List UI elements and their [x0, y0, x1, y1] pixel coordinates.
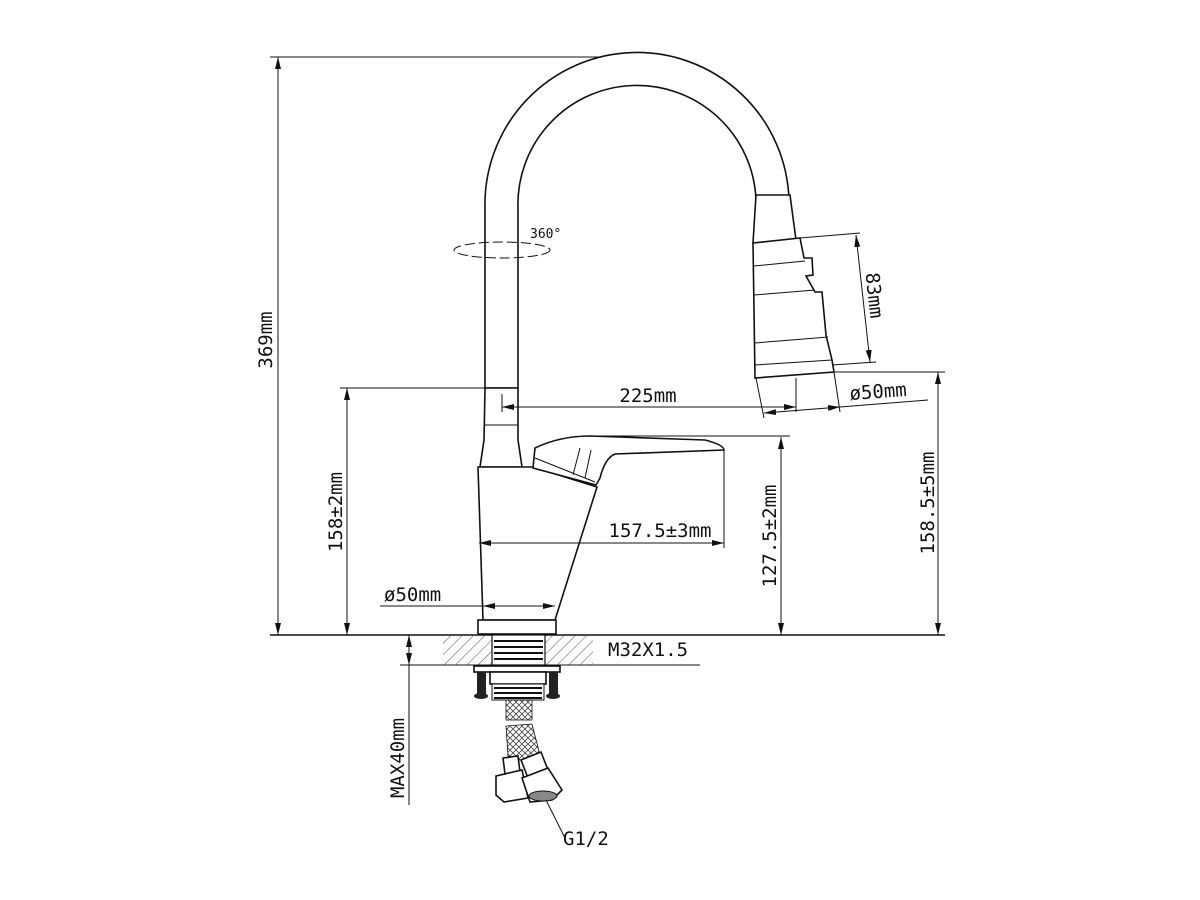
outlet-height-dimension: 158.5±5mm — [835, 371, 945, 635]
base-diameter-dimension: ø50mm — [380, 584, 555, 609]
svg-text:157.5±3mm: 157.5±3mm — [609, 520, 712, 542]
base-plate — [477, 619, 557, 635]
mounting-hardware — [473, 665, 561, 701]
svg-text:G1/2: G1/2 — [563, 828, 609, 850]
swivel-collar — [479, 387, 523, 468]
spray-head-diameter-dimension: ø50mm — [755, 371, 929, 419]
total-height-dimension: 369mm — [255, 56, 636, 635]
lever-height-dimension: 127.5±2mm — [590, 435, 790, 635]
spout — [484, 51, 835, 389]
spray-head-length-dimension: 83mm — [799, 232, 888, 366]
svg-text:ø50mm: ø50mm — [384, 584, 441, 606]
svg-text:M32X1.5: M32X1.5 — [608, 639, 688, 661]
spout-base-height-dimension: 158±2mm — [325, 387, 485, 635]
lever-reach-dimension: 157.5±3mm — [479, 450, 725, 548]
svg-text:360°: 360° — [530, 227, 561, 242]
svg-text:158.5±5mm: 158.5±5mm — [917, 452, 939, 555]
supply-hose: G1/2 — [495, 699, 609, 850]
svg-text:369mm: 369mm — [255, 311, 277, 368]
svg-text:225mm: 225mm — [619, 385, 676, 407]
max-counter-thickness-dimension: MAX40mm — [387, 635, 443, 805]
rotation-indicator: 360° — [453, 227, 561, 259]
svg-text:ø50mm: ø50mm — [849, 379, 908, 405]
svg-text:158±2mm: 158±2mm — [325, 472, 347, 552]
lever-handle — [532, 435, 725, 486]
svg-text:83mm: 83mm — [861, 271, 888, 319]
counter-section: M32X1.5 — [443, 634, 700, 666]
svg-text:MAX40mm: MAX40mm — [387, 718, 409, 798]
spout-reach-dimension: 225mm — [501, 378, 797, 412]
svg-text:127.5±2mm: 127.5±2mm — [759, 485, 781, 588]
